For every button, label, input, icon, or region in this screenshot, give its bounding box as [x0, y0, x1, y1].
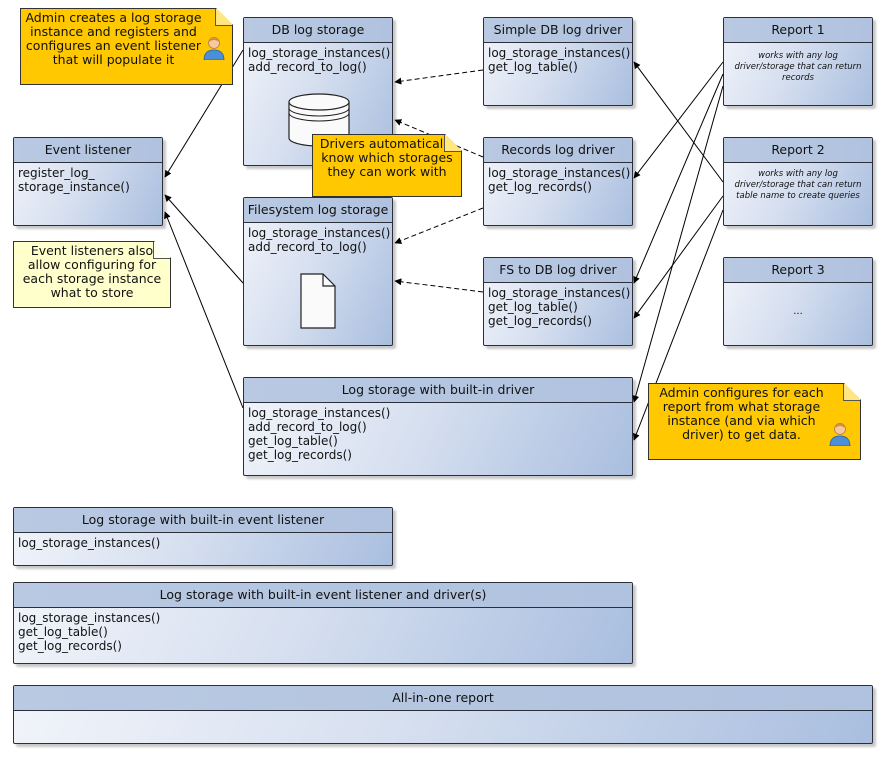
method-label: log_storage_instances(): [18, 536, 161, 550]
db-log-storage-title: DB log storage: [244, 18, 392, 43]
method-label: log_storage_instances(): [488, 166, 631, 180]
builtin-listener-driver-storage-box[interactable]: Log storage with built-in event listener…: [13, 582, 633, 664]
method-label: get_log_table(): [248, 434, 338, 448]
method-label: add_record_to_log(): [248, 240, 367, 254]
builtin-driver-storage-box[interactable]: Log storage with built-in driver log_sto…: [243, 377, 633, 476]
records-driver-title: Records log driver: [484, 138, 632, 163]
report-2-box[interactable]: Report 2 works with any log driver/stora…: [723, 137, 873, 226]
edge-fsdb-driver-to-fs: [394, 278, 484, 293]
builtin-driver-title: Log storage with built-in driver: [244, 378, 632, 403]
edge-simple-driver-to-db: [394, 69, 484, 85]
edge-records-driver-to-fs: [394, 207, 484, 244]
method-label: log_storage_instances(): [488, 286, 631, 300]
method-label: log_storage_instances(): [18, 611, 161, 625]
method-label: get_log_records(): [488, 180, 592, 194]
note-event-listeners-allow: Event listeners also allow configuring f…: [13, 241, 171, 308]
method-label: get_log_records(): [248, 448, 352, 462]
note-text: Drivers automatically know which storage…: [319, 136, 455, 179]
simple-db-driver-box[interactable]: Simple DB log driver log_storage_instanc…: [483, 17, 633, 106]
report-1-title: Report 1: [724, 18, 872, 43]
method-label: get_log_table(): [18, 625, 108, 639]
note-fold: [843, 384, 860, 401]
all-in-one-report-box[interactable]: All-in-one report: [13, 685, 873, 744]
report-3-box[interactable]: Report 3 ...: [723, 257, 873, 346]
edge-report1-to-fsdb: [633, 73, 724, 284]
method-label: log_storage_instances(): [488, 46, 631, 60]
report-1-box[interactable]: Report 1 works with any log driver/stora…: [723, 17, 873, 106]
builtin-listener-storage-box[interactable]: Log storage with built-in event listener…: [13, 507, 393, 566]
report-3-description: ...: [793, 306, 803, 317]
method-label: log_storage_instances(): [248, 406, 391, 420]
edge-report2-to-fsdb: [633, 195, 724, 319]
method-label: storage_instance(): [18, 180, 130, 194]
edge-fs-storage-to-listener: [164, 194, 244, 284]
note-admin-creates: Admin creates a log storage instance and…: [20, 8, 233, 85]
fs-to-db-driver-box[interactable]: FS to DB log driver log_storage_instance…: [483, 257, 633, 346]
method-label: get_log_table(): [488, 60, 578, 74]
report-2-title: Report 2: [724, 138, 872, 163]
event-listener-box[interactable]: Event listener register_log_ storage_ins…: [13, 137, 163, 226]
note-fold: [153, 242, 170, 259]
method-label: log_storage_instances(): [248, 226, 391, 240]
method-label: log_storage_instances(): [248, 46, 391, 60]
note-fold: [215, 9, 232, 26]
records-driver-box[interactable]: Records log driver log_storage_instances…: [483, 137, 633, 226]
method-label: get_log_records(): [488, 314, 592, 328]
person-icon: [829, 422, 851, 446]
method-label: get_log_table(): [488, 300, 578, 314]
method-label: get_log_records(): [18, 639, 122, 653]
edge-builtin-to-listener: [164, 211, 244, 409]
report-2-description: works with any log driver/storage that c…: [734, 169, 862, 201]
fs-to-db-driver-title: FS to DB log driver: [484, 258, 632, 283]
method-label: add_record_to_log(): [248, 420, 367, 434]
builtin-listener-title: Log storage with built-in event listener: [14, 508, 392, 533]
note-fold: [444, 135, 461, 152]
note-drivers-auto: Drivers automatically know which storage…: [312, 134, 462, 197]
method-label: add_record_to_log(): [248, 60, 367, 74]
simple-db-driver-title: Simple DB log driver: [484, 18, 632, 43]
document-icon: [300, 273, 336, 329]
report-3-title: Report 3: [724, 258, 872, 283]
edge-report1-to-builtin: [632, 85, 724, 403]
note-text: Admin configures for each report from wh…: [659, 385, 824, 442]
method-label: register_log_: [18, 166, 95, 180]
person-icon: [203, 36, 225, 60]
note-admin-configures: Admin configures for each report from wh…: [648, 383, 861, 460]
report-1-description: works with any log driver/storage that c…: [734, 51, 862, 83]
fs-log-storage-title: Filesystem log storage: [244, 198, 392, 223]
all-in-one-report-title: All-in-one report: [14, 686, 872, 711]
fs-log-storage-box[interactable]: Filesystem log storage log_storage_insta…: [243, 197, 393, 346]
builtin-listener-driver-title: Log storage with built-in event listener…: [14, 583, 632, 608]
note-text: Event listeners also allow configuring f…: [22, 243, 162, 300]
note-text: Admin creates a log storage instance and…: [25, 10, 202, 67]
edge-report2-to-simple: [633, 61, 724, 183]
edge-report1-to-records: [633, 61, 724, 179]
event-listener-title: Event listener: [14, 138, 162, 163]
